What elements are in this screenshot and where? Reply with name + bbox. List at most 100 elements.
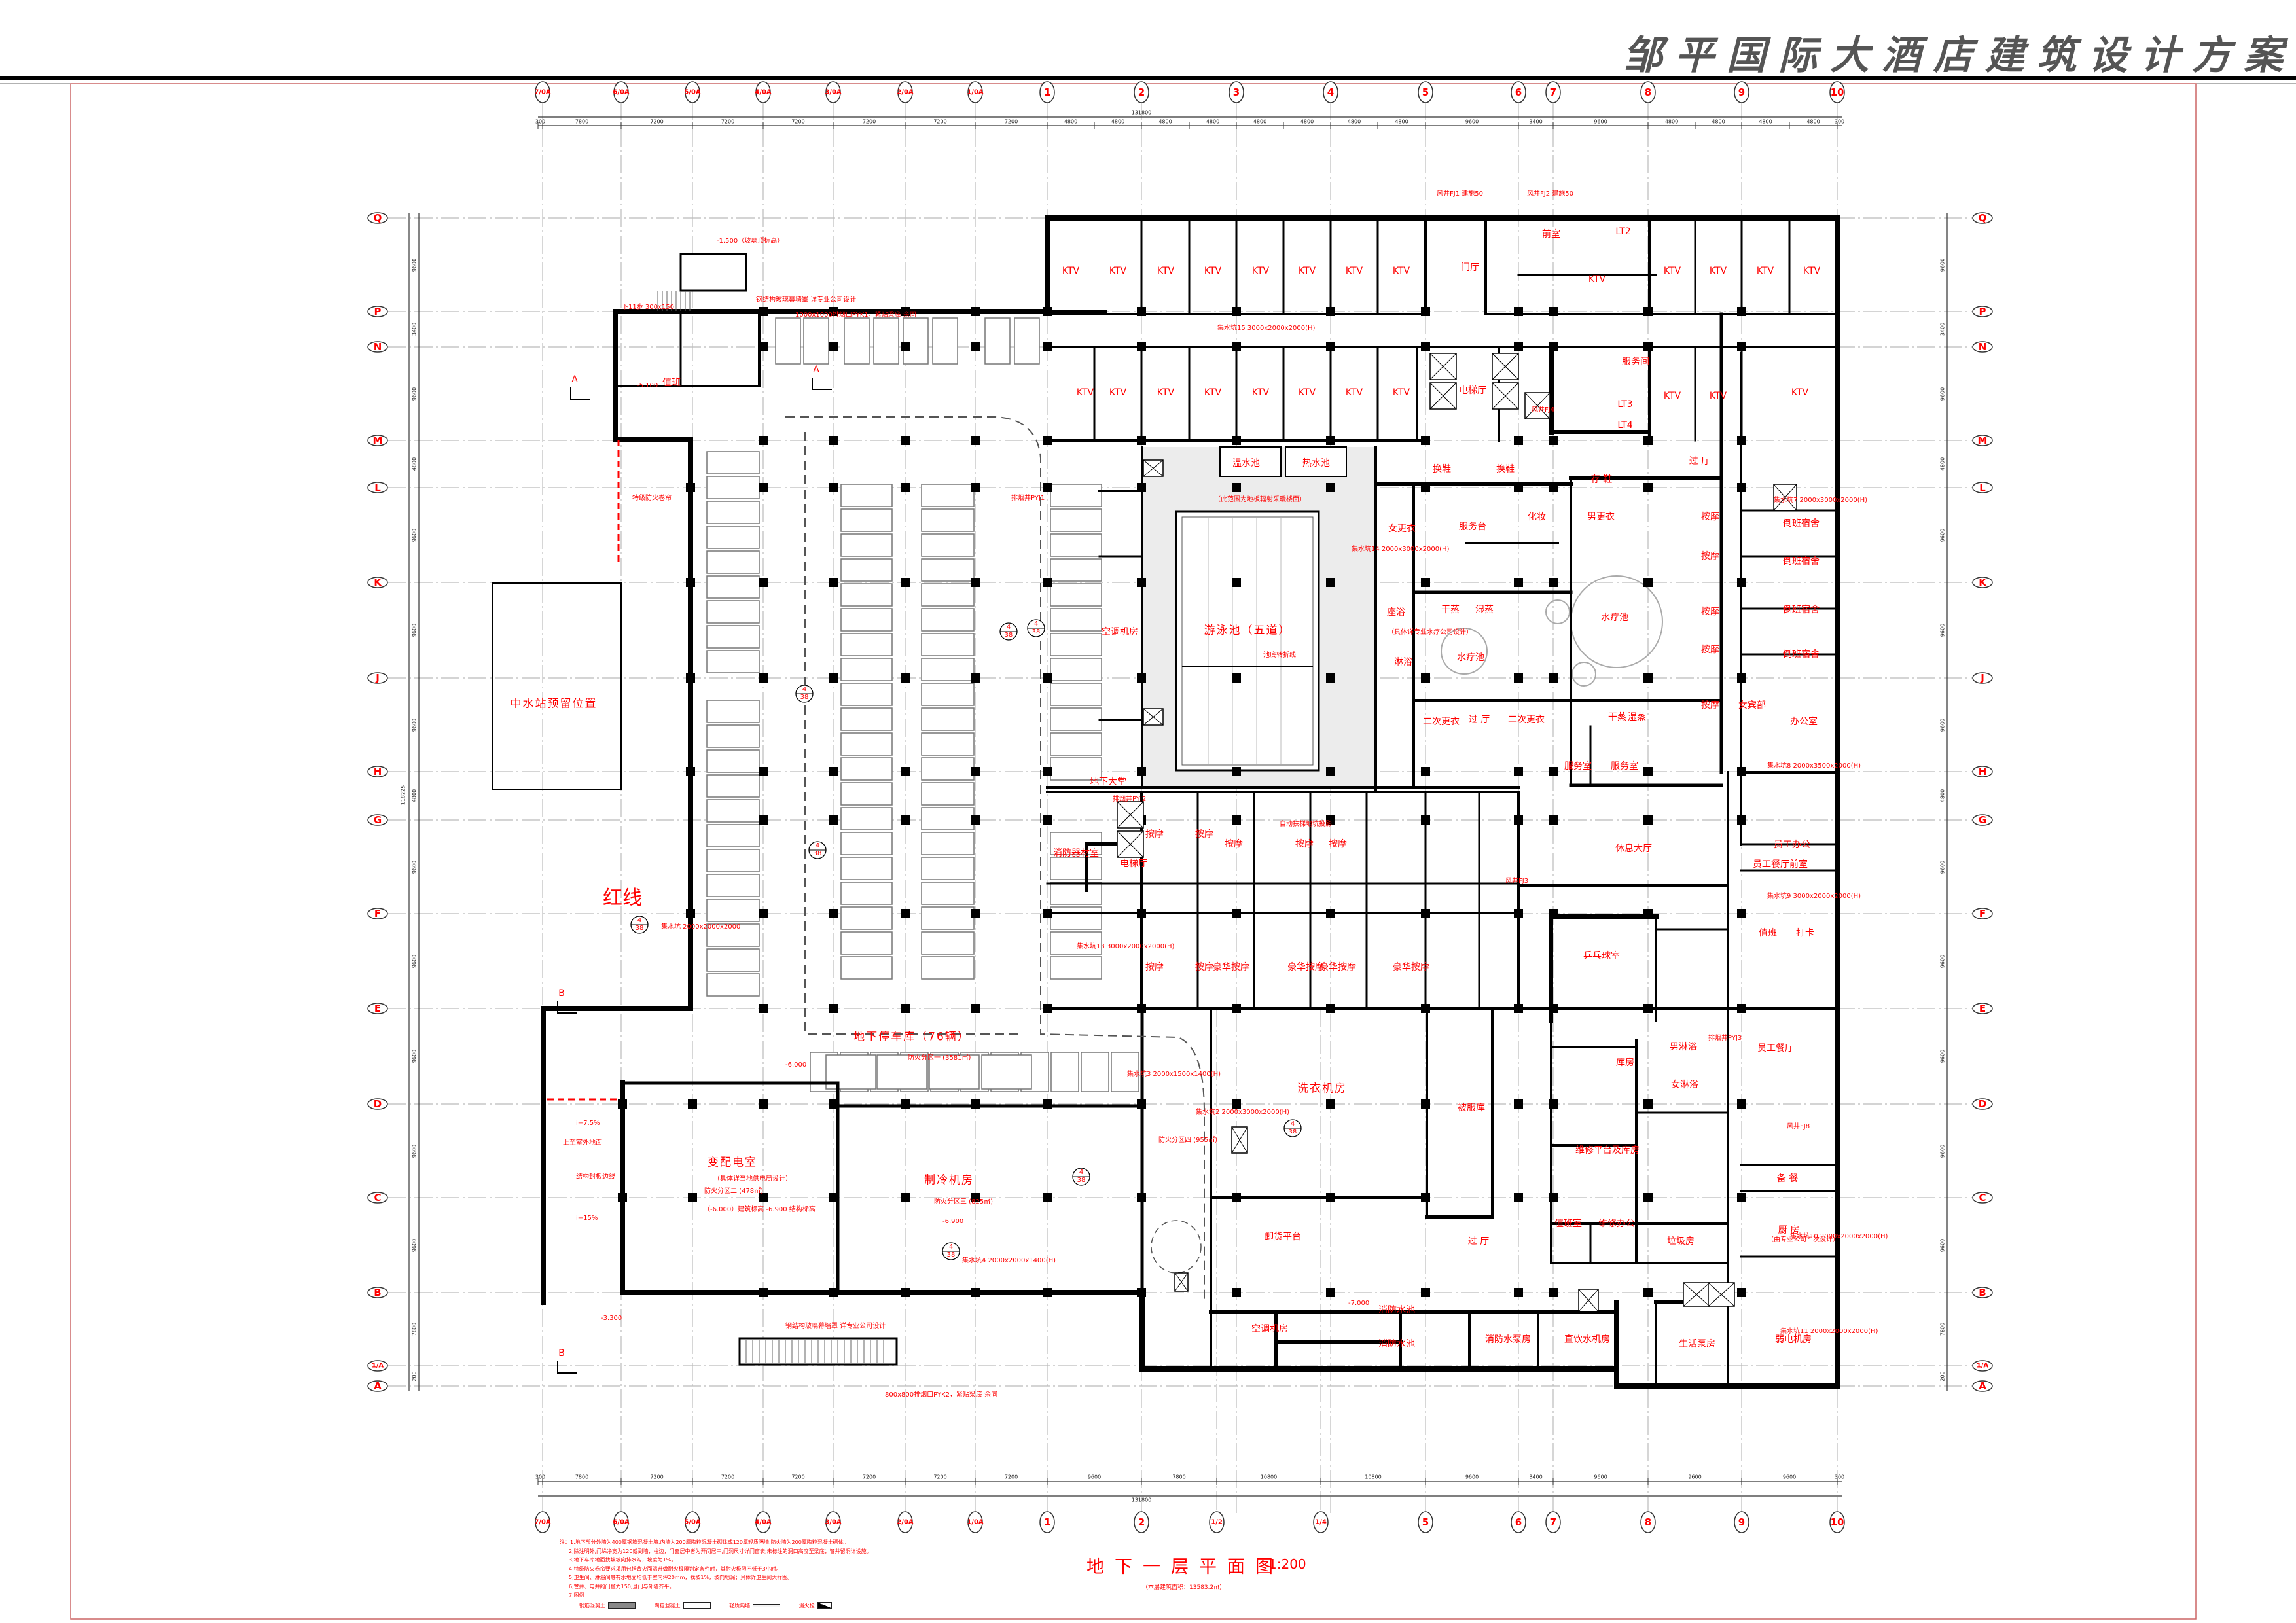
column: [901, 673, 910, 683]
room-label-ktv: KTV: [1345, 266, 1363, 276]
axis-row-left-bubble: [367, 212, 388, 224]
column: [759, 767, 768, 776]
room-label: 女宾部: [1738, 700, 1766, 711]
room-label: 消防器材室: [1053, 848, 1099, 859]
dimension-segment-bottom: 300: [535, 1474, 546, 1480]
column: [1043, 767, 1052, 776]
column: [901, 1099, 910, 1109]
parking-stall: [840, 906, 893, 930]
parking-stall: [706, 526, 760, 549]
annotation: 特级防火卷帘: [632, 495, 672, 502]
parking-stall: [844, 317, 870, 365]
axis-column-bottom: 5/0A: [684, 1518, 701, 1526]
plan-symbols: [547, 353, 1797, 1374]
dimension-segment-side: 9600: [411, 1238, 418, 1252]
note-5: 5,卫生间、淋浴间等有水地面均低于室内坪20mm，找坡1%，坡向地漏；具体详卫生…: [569, 1575, 793, 1580]
annotation: 防火分区一 (3581㎡): [908, 1054, 971, 1061]
column: [1043, 342, 1052, 351]
floor-area: （本层建筑面积：13583.2㎡）: [1142, 1584, 1226, 1591]
column: [1514, 767, 1523, 776]
parking-stall: [921, 956, 975, 980]
dimension-segment-bottom: 9600: [1594, 1474, 1607, 1480]
column: [971, 578, 980, 587]
axis-column-bottom-bubble: [1313, 1511, 1329, 1533]
axis-column-top-bubble: [1134, 81, 1149, 103]
annotation: 集水坑 2000x2000x2000: [661, 923, 741, 931]
room-label-ktv: KTV: [1663, 391, 1681, 401]
column: [1137, 483, 1146, 492]
column: [1514, 342, 1523, 351]
room-label: 打卡: [1796, 928, 1814, 938]
room-label: 制冷机房: [924, 1173, 974, 1187]
room-label: 变配电室: [708, 1156, 757, 1169]
column: [1514, 436, 1523, 445]
axis-column-top-bubble: [1039, 81, 1055, 103]
drawing-scale: 1:200: [1268, 1556, 1306, 1572]
axis-column-top: 7/0A: [534, 88, 551, 96]
annotation: 集水坑7 2000x3000x2000(H): [1774, 497, 1868, 504]
dimension-segment-top: 4800: [1064, 118, 1078, 125]
parking-stall: [921, 782, 975, 806]
axis-row-right-bubble: [1972, 766, 1993, 777]
dimension-segment-side: 7800: [1939, 1322, 1946, 1336]
axis-row-right-bubble: [1972, 1287, 1993, 1298]
column: [1643, 1288, 1653, 1297]
room-label: 员工餐厅前室: [1753, 859, 1808, 870]
parking-stall: [706, 749, 760, 773]
axis-row-right: P: [1979, 306, 1986, 317]
room-label: LT4: [1617, 420, 1633, 431]
axis-column-top: 2: [1138, 86, 1145, 98]
shaft-cross-icon: [1143, 708, 1164, 726]
dimension-segment-side: 9600: [1939, 258, 1946, 272]
axis-row-left-bubble: [367, 1287, 388, 1298]
shaft-cross-icon: [1117, 801, 1144, 829]
dimension-segment-top: 4800: [1759, 118, 1772, 125]
column: [1737, 815, 1746, 825]
dimension-segment-bottom: 7800: [575, 1474, 589, 1480]
axis-row-left-bubble: [367, 908, 388, 919]
column: [829, 1193, 838, 1202]
column: [1326, 578, 1335, 587]
parking-stall: [981, 1054, 1032, 1090]
axis-row-right-bubble: [1972, 341, 1993, 353]
room-label: 存 鞋: [1590, 474, 1613, 485]
room-label-ktv: KTV: [1392, 266, 1410, 276]
column: [971, 342, 980, 351]
column: [971, 436, 980, 445]
axis-row-right-bubble: [1972, 1380, 1993, 1392]
column: [971, 1004, 980, 1013]
column: [1549, 815, 1558, 825]
axis-row-left-bubble: [367, 435, 388, 446]
driving-lane-path: [785, 416, 1205, 1302]
column: [1643, 483, 1653, 492]
axis-row-left: K: [374, 577, 382, 588]
dimension-segment-top: 4800: [1300, 118, 1314, 125]
column: [1549, 436, 1558, 445]
axis-row-left: G: [373, 814, 382, 826]
general-notes: 注：1,地下部分外墙为400厚钢筋混凝土墙,内墙为200厚陶粒混凝土砌体或120…: [560, 1538, 872, 1610]
column: [1737, 909, 1746, 918]
room-label: 弱电机房: [1775, 1334, 1812, 1345]
section-mark-label: B: [558, 988, 565, 999]
axis-row-left: E: [374, 1003, 382, 1014]
column: [1421, 815, 1430, 825]
axis-column-top-bubble: [1418, 81, 1433, 103]
shaft-cross-icon: [1117, 830, 1144, 858]
dimension-segment-top: 3400: [1529, 118, 1543, 125]
axis-column-bottom: 4/0A: [755, 1518, 772, 1526]
column: [901, 1288, 910, 1297]
dimension-segment-side: 4800: [411, 789, 418, 803]
dimension-segment-bottom: 9600: [1465, 1474, 1479, 1480]
room-label: 座浴: [1387, 607, 1405, 618]
detail-ref-top: 4: [1006, 624, 1011, 631]
room-label-massage: 按摩: [1295, 839, 1314, 849]
parking-stall: [706, 799, 760, 823]
annotation: 防火分区三 (825㎡): [934, 1198, 994, 1205]
legend-label: 轻质隔墙: [729, 1602, 751, 1609]
column: [618, 1099, 627, 1109]
axis-column-top: 3/0A: [825, 88, 842, 96]
dimension-segment-bottom: 7200: [721, 1474, 735, 1480]
turning-circle: [1151, 1220, 1202, 1274]
parking-stall: [1050, 508, 1102, 532]
column: [1514, 909, 1523, 918]
